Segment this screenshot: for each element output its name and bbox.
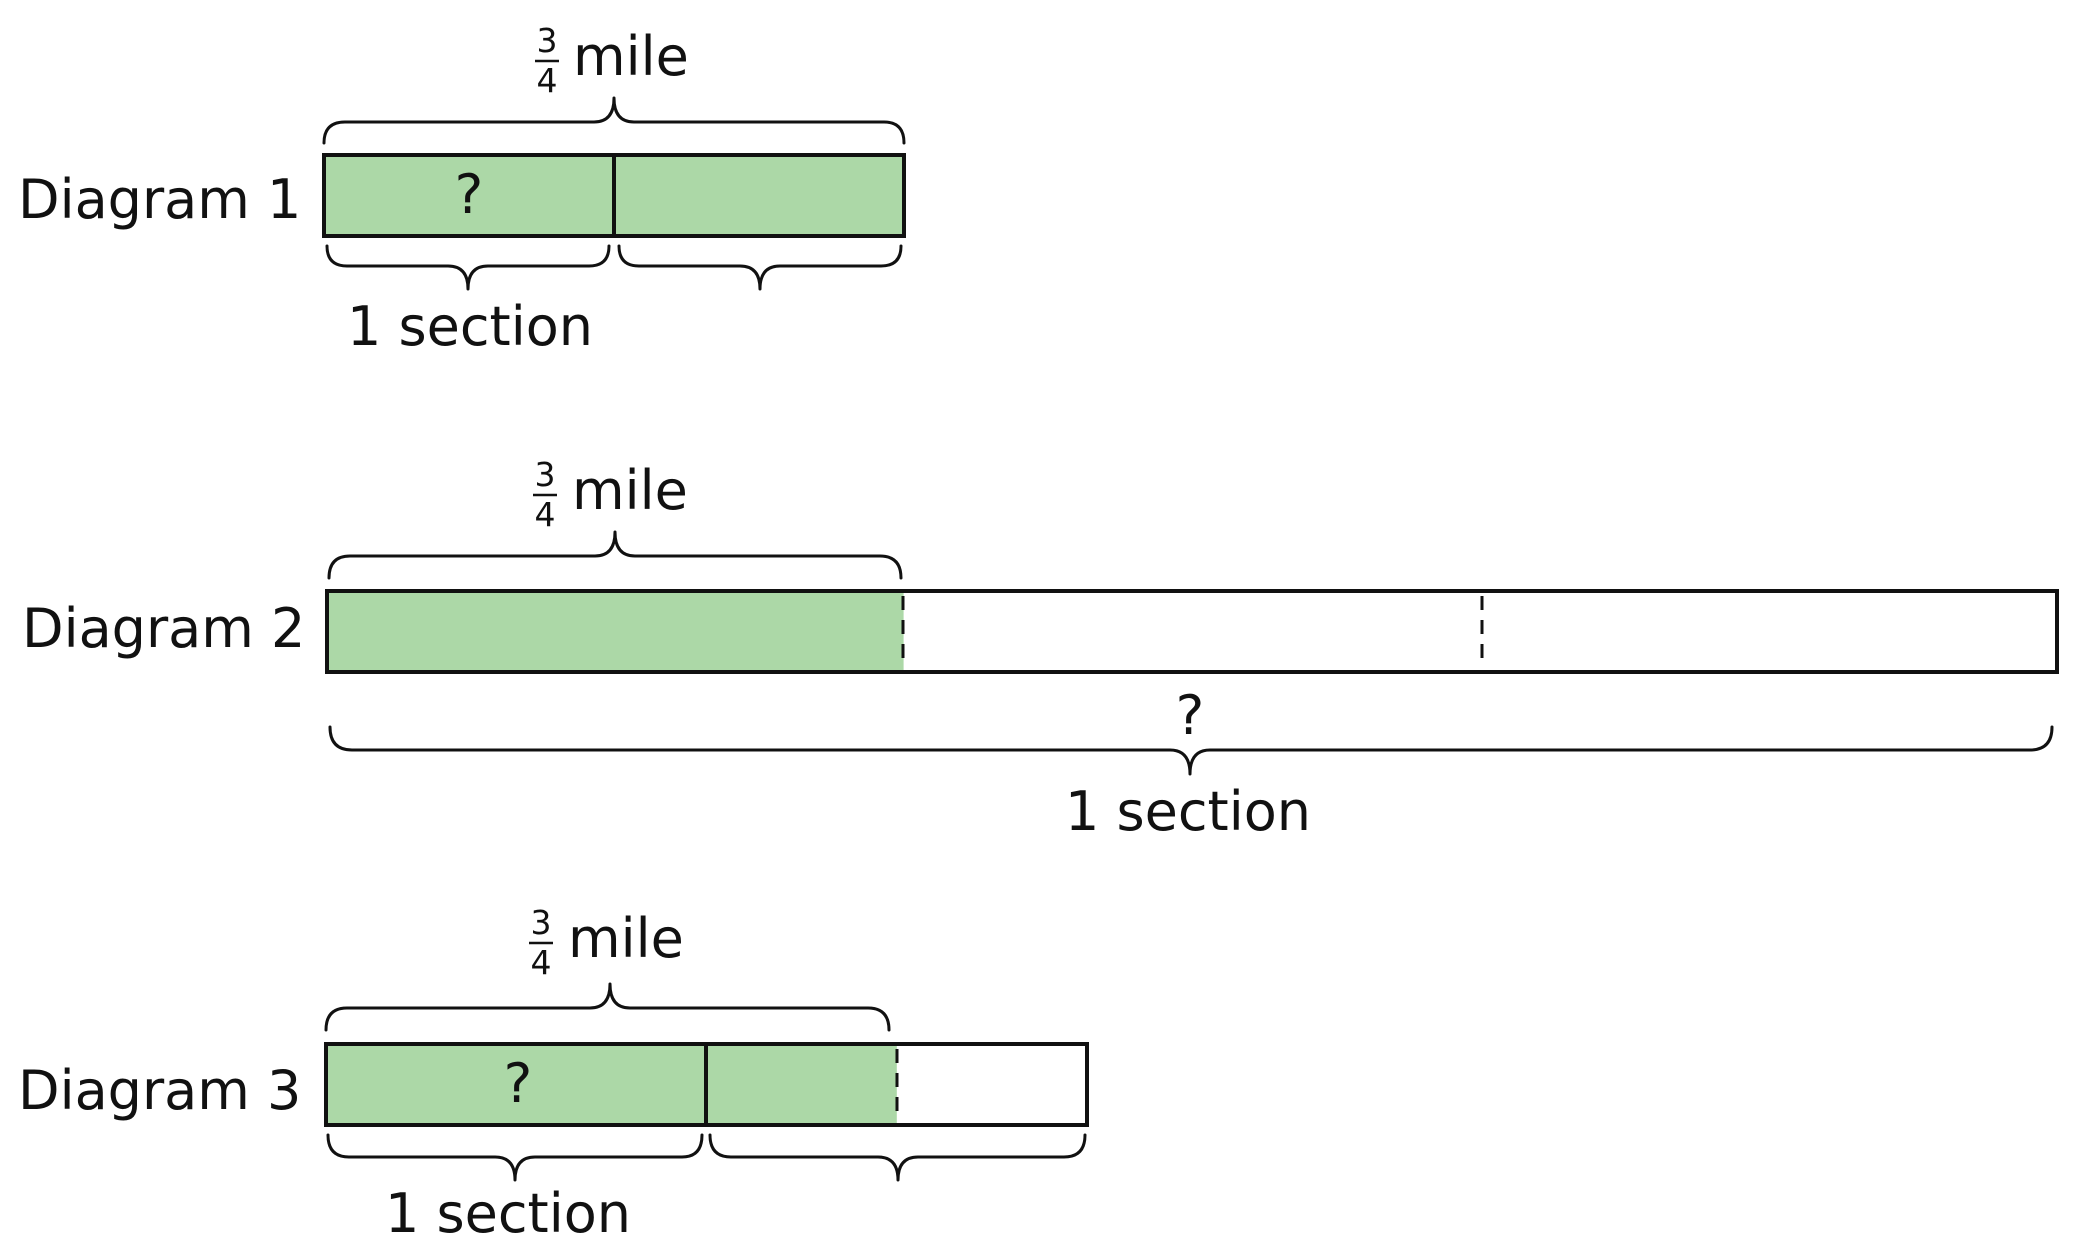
diagram-2-unit: mile <box>572 459 688 522</box>
diagram-3-bar-outline <box>324 1042 1089 1127</box>
diagram-3-top-caption: 3 4 mile <box>529 903 684 982</box>
diagram-2: Diagram 2 3 4 mile ? 1 section <box>22 455 2059 843</box>
diagram-3-shaded-region <box>326 1044 897 1125</box>
diagram-1-bar-outline <box>322 153 906 238</box>
diagram-1: Diagram 1 3 4 mile ? 1 section <box>18 21 906 358</box>
diagram-2-fraction-numerator: 3 <box>535 455 556 494</box>
diagram-2-top-brace <box>327 530 903 580</box>
diagram-2-fraction-denominator: 4 <box>535 495 556 534</box>
diagram-2-bottom-brace <box>328 725 2054 776</box>
diagram-2-bar-outline <box>325 589 2059 674</box>
diagram-1-unknown-mark: ? <box>455 163 484 226</box>
diagram-1-top-brace <box>322 96 906 145</box>
diagram-1-bottom-caption: 1 section <box>347 295 593 358</box>
diagram-3-bottom-caption: 1 section <box>385 1182 631 1245</box>
diagram-1-bottom-brace-right <box>617 244 903 291</box>
diagram-1-bottom-brace-left <box>325 244 611 291</box>
diagram-2-bottom-caption: 1 section <box>1065 780 1311 843</box>
diagram-2-label: Diagram 2 <box>22 597 305 660</box>
diagram-3-bottom-brace-right <box>708 1133 1087 1182</box>
diagram-1-unit: mile <box>573 25 689 88</box>
diagram-2-unknown-mark: ? <box>1176 684 1205 747</box>
diagram-1-top-caption: 3 4 mile <box>535 21 689 100</box>
diagram-3-fraction-numerator: 3 <box>531 903 552 942</box>
diagram-1-label: Diagram 1 <box>18 168 301 231</box>
diagram-1-fraction-denominator: 4 <box>537 61 558 100</box>
diagram-3-label: Diagram 3 <box>18 1059 301 1122</box>
diagram-3: Diagram 3 3 4 mile ? 1 section <box>18 903 1089 1245</box>
diagram-3-unknown-mark: ? <box>504 1052 533 1115</box>
diagram-2-shaded-region <box>327 591 904 672</box>
diagram-3-bottom-brace-left <box>326 1133 704 1182</box>
diagram-3-fraction-denominator: 4 <box>531 943 552 982</box>
diagram-3-unit: mile <box>568 907 684 970</box>
diagram-1-fraction-numerator: 3 <box>537 21 558 60</box>
diagram-3-top-brace <box>324 982 891 1032</box>
diagram-2-top-caption: 3 4 mile <box>533 455 688 534</box>
